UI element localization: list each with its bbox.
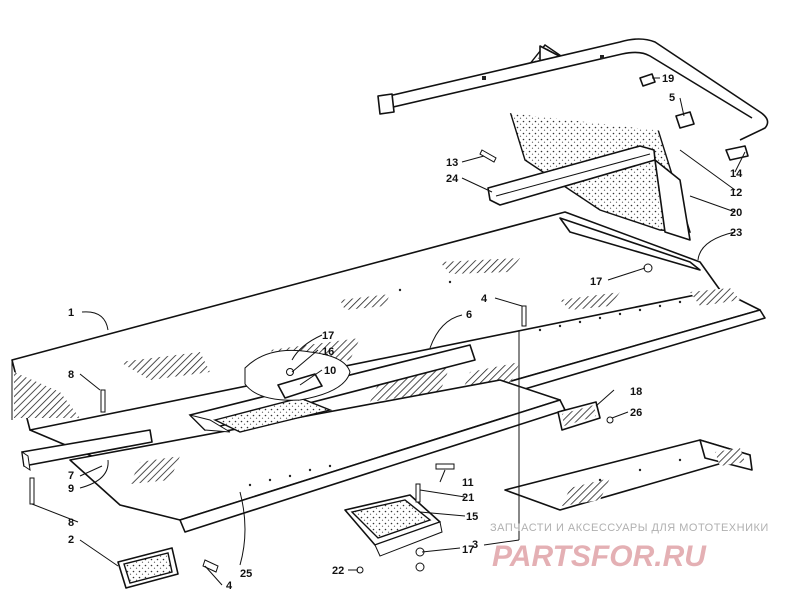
callout-9: 9	[68, 483, 74, 495]
callout-8-upper: 8	[68, 369, 74, 381]
watermark-tagline: ЗАПЧАСТИ И АКСЕССУАРЫ ДЛЯ МОТОТЕХНИКИ	[490, 522, 769, 534]
watermark-logo: PARTSFOR.RU	[492, 540, 707, 573]
callout-17-skid: 17	[462, 544, 474, 556]
callout-labels: 1 2 3 4 4 5 6 7 8 8 9 10 11 12 13 14 15 …	[68, 73, 743, 592]
reflector-rear	[117, 547, 179, 589]
callout-16: 16	[322, 346, 334, 358]
left-running-board	[69, 379, 566, 533]
watermark: ЗАПЧАСТИ И АКСЕССУАРЫ ДЛЯ МОТОТЕХНИКИ PA…	[490, 522, 769, 573]
callout-15: 15	[466, 511, 478, 523]
callout-25: 25	[240, 568, 252, 580]
detail-inset	[244, 349, 351, 401]
rivet-holes	[248, 280, 682, 487]
callout-8-lower: 8	[68, 517, 74, 529]
callout-14: 14	[730, 168, 743, 180]
fasteners	[29, 73, 749, 574]
callout-17-inset: 17	[322, 330, 334, 342]
callout-4-lower: 4	[226, 580, 233, 592]
skid-plate	[344, 494, 443, 557]
callout-17-tunnel: 17	[590, 276, 602, 288]
lower-right-footrest	[504, 439, 753, 511]
cross-bar	[487, 145, 656, 206]
callout-18: 18	[630, 386, 642, 398]
grab-bar	[377, 38, 769, 141]
rail-bracket	[21, 429, 153, 472]
callout-12: 12	[730, 187, 742, 199]
callout-11: 11	[462, 477, 474, 489]
callout-20: 20	[730, 207, 742, 219]
callout-5: 5	[669, 92, 675, 104]
callout-2: 2	[68, 534, 74, 546]
callout-22: 22	[332, 565, 344, 577]
reflector-side	[557, 401, 601, 431]
callout-21: 21	[462, 492, 474, 504]
callout-1: 1	[68, 307, 74, 319]
callout-26: 26	[630, 407, 642, 419]
callout-13: 13	[446, 157, 458, 169]
callout-3: 3	[472, 539, 478, 551]
callout-4-upper: 4	[481, 293, 488, 305]
callout-7: 7	[68, 470, 74, 482]
callout-19: 19	[662, 73, 674, 85]
callout-24: 24	[446, 173, 459, 185]
callout-23: 23	[730, 227, 742, 239]
callout-10: 10	[324, 365, 336, 377]
leader-lines	[31, 77, 746, 586]
callout-6: 6	[466, 309, 472, 321]
